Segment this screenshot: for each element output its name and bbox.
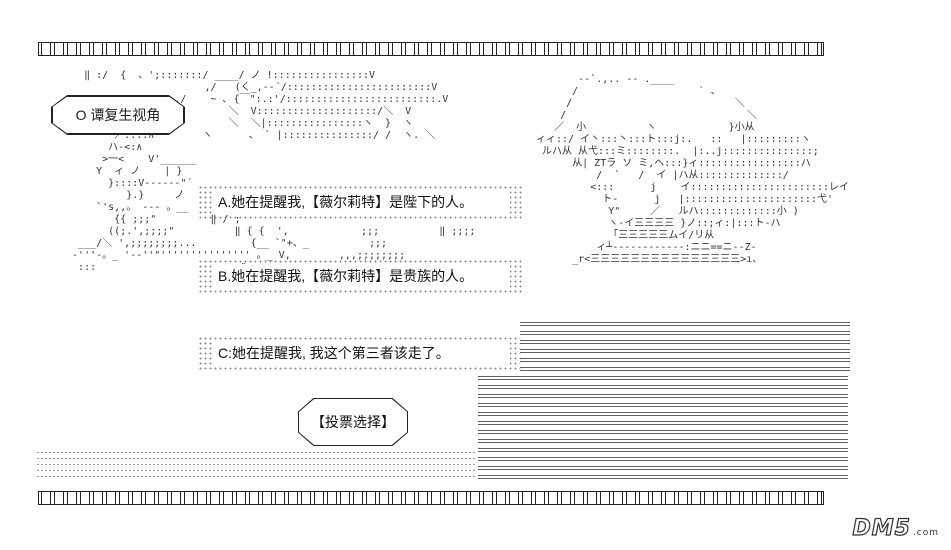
ascii-art-right: ‐‐`.,.. ‐‐ .____ / ` 、 / ＼ / ＼ ／ 小 ヽ }小从… [536, 74, 849, 265]
floor-dots-4 [36, 470, 476, 471]
garment-pattern-top [520, 322, 850, 374]
perspective-label: O 谭复生视角 [52, 96, 184, 134]
option-c-box[interactable]: C:她在提醒我, 我这个第三者该走了。 [198, 336, 524, 370]
garment-pattern [478, 376, 848, 484]
watermark-logo: DM5.com [852, 515, 939, 541]
floor-dots-1 [36, 452, 476, 453]
option-c-label: C:她在提醒我, 我这个第三者该走了。 [214, 341, 510, 365]
perspective-badge: O 谭复生视角 [51, 95, 185, 135]
vote-box[interactable]: 【投票选择】 [298, 398, 408, 446]
floor-dots-3 [36, 464, 476, 465]
film-strip-top [38, 42, 824, 56]
option-b-label: B.她在提醒我,【薇尔莉特】是贵族的人。 [214, 264, 510, 288]
floor-dots-2 [36, 458, 476, 459]
watermark-suffix: .com [912, 528, 939, 538]
vote-label: 【投票选择】 [299, 399, 407, 445]
option-a-label: A.她在提醒我,【薇尔莉特】是陛下的人。 [214, 190, 510, 214]
floor-dots-5 [36, 476, 476, 477]
film-strip-bottom [38, 491, 824, 505]
option-b-box[interactable]: B.她在提醒我,【薇尔莉特】是贵族的人。 [198, 259, 524, 293]
option-a-box[interactable]: A.她在提醒我,【薇尔莉特】是陛下的人。 [198, 185, 524, 219]
watermark-brand: DM5 [852, 515, 911, 541]
